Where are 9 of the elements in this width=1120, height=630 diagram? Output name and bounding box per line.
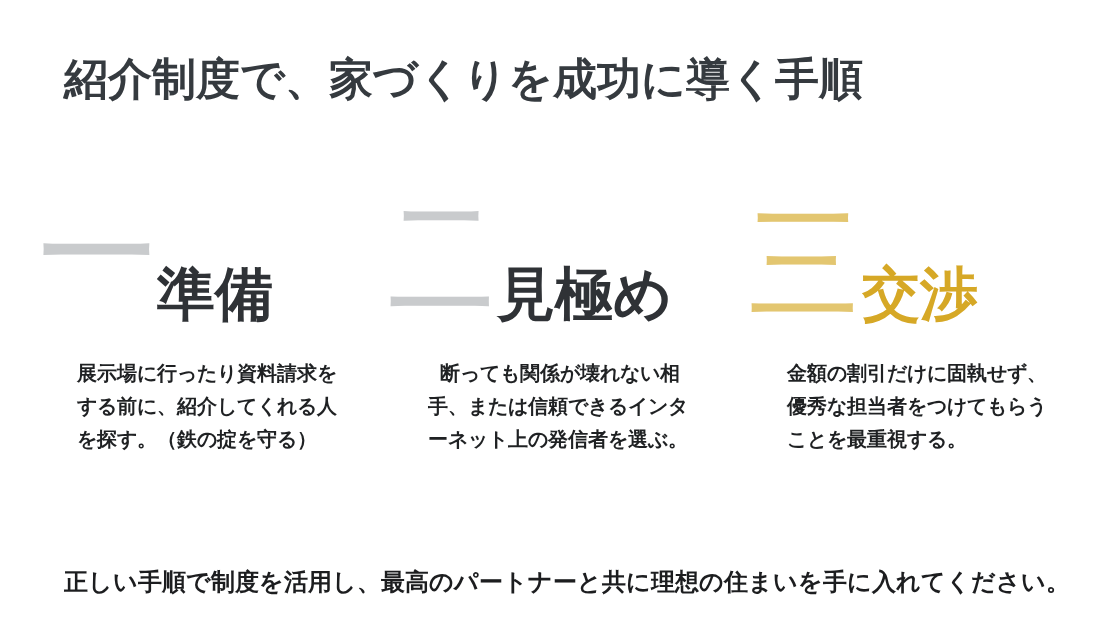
title: 紹介制度で、家づくりを成功に導く手順: [64, 57, 863, 101]
step-description: 断っても関係が壊れない相手、または信頼できるインターネット上の発信者を選ぶ。: [428, 360, 689, 453]
step-heading: 交渉: [862, 265, 978, 323]
step-numeral: 三: [748, 201, 860, 325]
step-description: 金額の割引だけに固執せず、優秀な担当者をつけてもらうことを最重視する。: [787, 360, 1048, 453]
step-heading: 見極め: [497, 265, 672, 323]
step-heading: 準備: [157, 265, 273, 323]
step-description: 展示場に行ったり資料請求をする前に、紹介してくれる人を探す。（鉄の掟を守る）: [77, 360, 338, 453]
caption: 正しい手順で制度を活用し、最高のパートナーと共に理想の住まいを手に入れてください。: [64, 570, 1070, 594]
